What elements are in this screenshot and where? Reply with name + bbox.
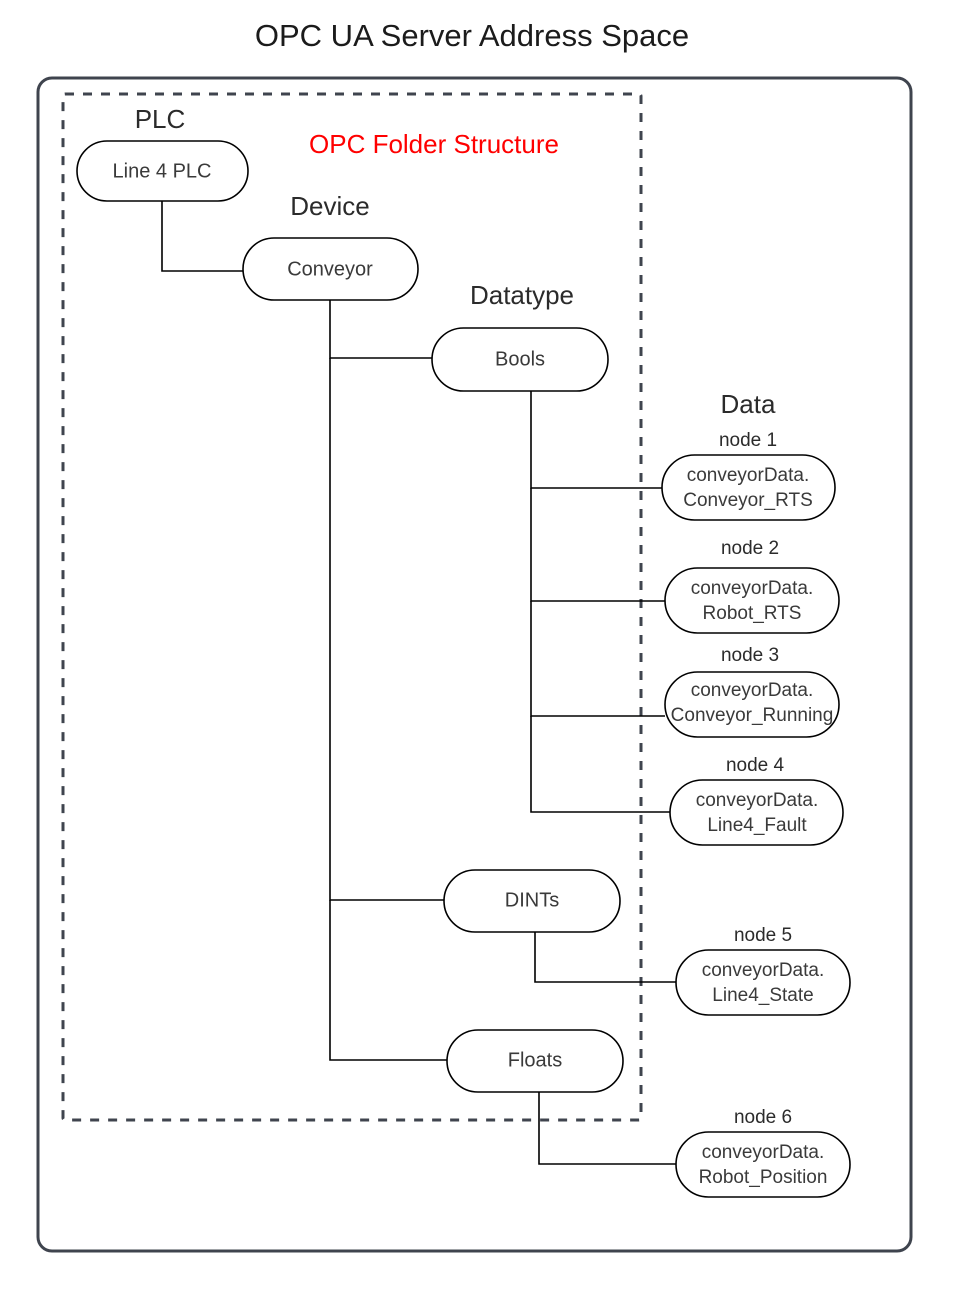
data-node-4-line1: conveyorData. <box>696 790 819 811</box>
node-line-4-plc-shape <box>76 140 249 202</box>
page-title: OPC UA Server Address Space <box>255 18 689 53</box>
data-node-4-shape <box>669 779 844 846</box>
node-line-4-plc[interactable]: Line 4 PLC <box>76 140 249 202</box>
data-node-1-caption: node 1 <box>719 430 777 451</box>
data-node-1-shape <box>661 454 836 521</box>
data-node-6-line2: Robot_Position <box>699 1167 828 1188</box>
data-node-6[interactable]: node 6 conveyorData. Robot_Position <box>675 1107 851 1198</box>
data-node-4[interactable]: node 4 conveyorData. Line4_Fault <box>669 755 844 846</box>
group-label-datatype: Datatype <box>470 280 574 310</box>
edge-dints-to-node-5 <box>534 932 676 983</box>
data-node-4-caption: node 4 <box>726 755 785 776</box>
node-dints-label: DINTs <box>505 889 559 911</box>
data-node-3[interactable]: node 3 conveyorData. Conveyor_Running <box>664 645 840 738</box>
data-node-1-line2: Conveyor_RTS <box>683 490 813 511</box>
edge-plc-to-conveyor <box>161 200 243 272</box>
data-node-5[interactable]: node 5 conveyorData. Line4_State <box>675 925 851 1016</box>
data-node-2-line1: conveyorData. <box>691 578 814 599</box>
opc-folder-structure-boundary <box>61 92 643 1122</box>
data-node-3-caption: node 3 <box>721 645 779 666</box>
data-node-2-shape <box>664 567 840 634</box>
edge-bools-to-node-4 <box>530 716 670 813</box>
data-node-2[interactable]: node 2 conveyorData. Robot_RTS <box>664 538 840 634</box>
node-line-4-plc-label: Line 4 PLC <box>113 160 212 182</box>
edge-floats-to-node-6 <box>538 1092 676 1165</box>
data-node-5-caption: node 5 <box>734 925 792 946</box>
edge-conveyor-to-floats <box>329 900 447 1061</box>
node-bools[interactable]: Bools <box>431 327 609 392</box>
data-node-5-line2: Line4_State <box>712 985 813 1006</box>
node-floats-shape <box>446 1029 624 1093</box>
group-label-device: Device <box>290 191 369 221</box>
node-conveyor-label: Conveyor <box>287 258 373 280</box>
data-node-5-line1: conveyorData. <box>702 960 825 981</box>
node-dints[interactable]: DINTs <box>443 869 621 933</box>
data-node-6-shape <box>675 1131 851 1198</box>
data-node-1-line1: conveyorData. <box>687 465 810 486</box>
data-node-3-line1: conveyorData. <box>691 680 814 701</box>
data-node-5-shape <box>675 949 851 1016</box>
node-dints-shape <box>443 869 621 933</box>
group-label-plc: PLC <box>135 104 186 134</box>
node-bools-shape <box>431 327 609 392</box>
opc-folder-structure-annotation: OPC Folder Structure <box>309 129 559 159</box>
data-node-4-line2: Line4_Fault <box>707 815 807 836</box>
group-label-data: Data <box>721 389 776 419</box>
node-conveyor[interactable]: Conveyor <box>242 237 419 301</box>
data-node-3-shape <box>664 671 840 738</box>
data-node-6-line1: conveyorData. <box>702 1142 825 1163</box>
data-node-6-caption: node 6 <box>734 1107 792 1128</box>
node-floats-label: Floats <box>508 1049 562 1071</box>
node-conveyor-shape <box>242 237 419 301</box>
node-bools-label: Bools <box>495 348 545 370</box>
data-node-2-line2: Robot_RTS <box>703 603 802 624</box>
data-node-2-caption: node 2 <box>721 538 779 559</box>
data-node-3-line2: Conveyor_Running <box>671 705 834 726</box>
data-node-1[interactable]: node 1 conveyorData. Conveyor_RTS <box>661 430 836 521</box>
node-floats[interactable]: Floats <box>446 1029 624 1093</box>
